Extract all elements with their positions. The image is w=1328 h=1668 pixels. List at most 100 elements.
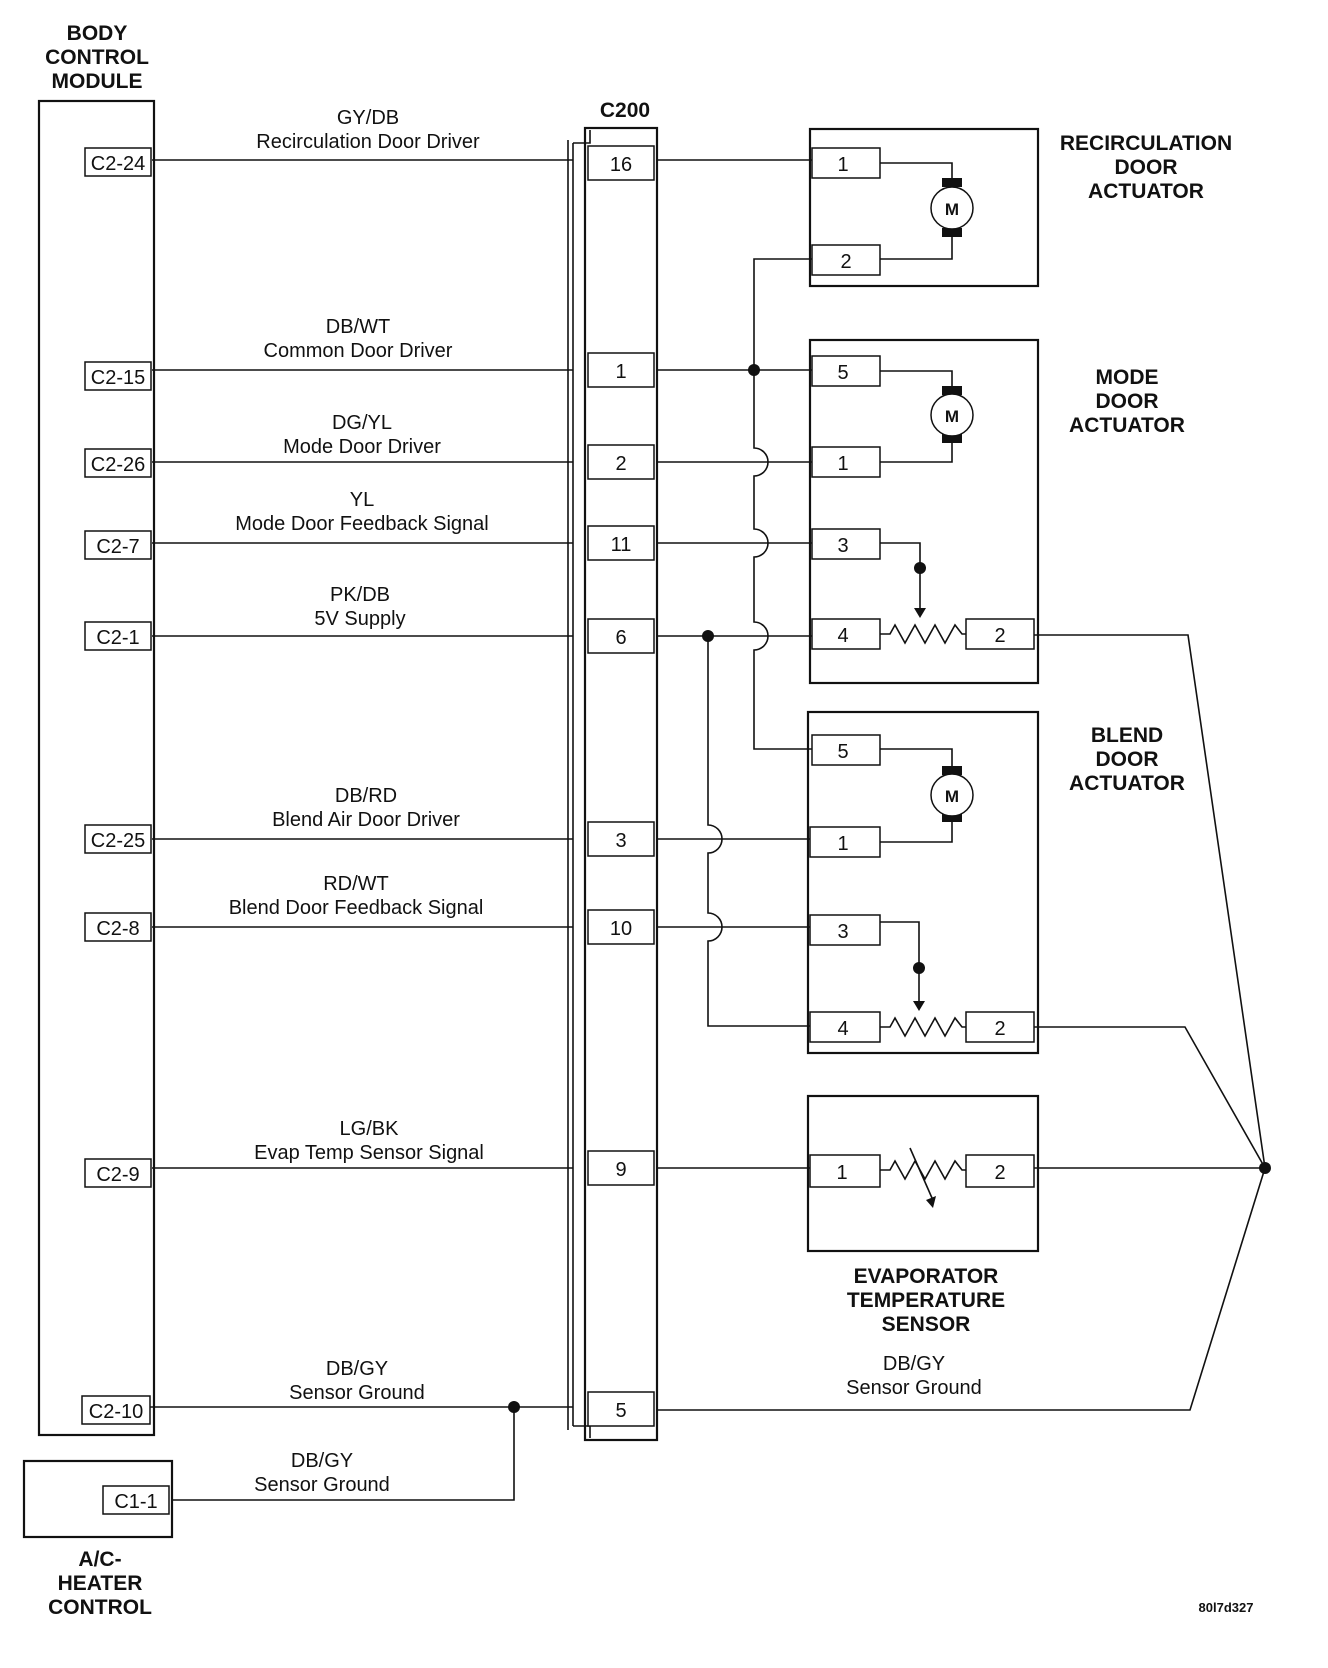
blend-pin-box-2 <box>965 1011 1035 1043</box>
evap-sensor-housing <box>806 1094 1040 1253</box>
blend-wiper-node <box>913 962 925 974</box>
blend-pin-box-5 <box>811 734 881 766</box>
mode-potentiometer <box>880 623 966 645</box>
mode-pin-5: 5 <box>837 362 848 384</box>
blend-wiper-arrow <box>913 1001 925 1011</box>
bcm-pin-c2-7: C2-7 <box>96 536 139 558</box>
mode-door-actuator: 5 1 3 4 2 M MODE DOOR ACTUATOR <box>808 338 1185 685</box>
blend-title-line-2: DOOR <box>1096 748 1159 771</box>
bcm-pin-c2-15: C2-15 <box>91 367 145 389</box>
c200-cavity-box-2 <box>587 444 655 480</box>
mode-title-line-2: DOOR <box>1096 390 1159 413</box>
blend-door-actuator: 5 1 3 4 2 M BLEND DOOR ACTUATOR <box>806 710 1185 1055</box>
bcm-pin-c2-24: C2-24 <box>91 153 145 175</box>
c200-cavity-9: 9 <box>615 1159 626 1181</box>
harness-wires <box>657 159 1271 1411</box>
mode-motor-brush-bottom <box>942 434 962 443</box>
c200-cavity-1: 1 <box>615 361 626 383</box>
bcm-pin-box-c2-7 <box>84 530 152 560</box>
wire-color-pk-db: PK/DB <box>330 584 390 606</box>
c200-bracket-bottom <box>573 1425 591 1438</box>
mode-wiper-node <box>914 562 926 574</box>
wire-desc-recirc-door-driver: Recirculation Door Driver <box>256 131 480 153</box>
wire-color-lg-bk: LG/BK <box>340 1118 400 1140</box>
evap-thermistor <box>880 1159 966 1181</box>
evap-title-line-3: SENSOR <box>882 1313 971 1336</box>
c200-cavity-box-3 <box>587 821 655 857</box>
evap-pin-box-2 <box>965 1154 1035 1188</box>
wire-color-dg-yl: DG/YL <box>332 412 392 434</box>
wire-common-to-recirc-2 <box>753 258 814 370</box>
bcm-pin-box-c2-26 <box>84 448 152 478</box>
mode-wiper-lead <box>880 542 921 612</box>
c200-cavity-box-11 <box>587 525 655 561</box>
c200-cavity-box-9 <box>587 1150 655 1186</box>
c200-cavity-10: 10 <box>610 918 632 940</box>
mode-pin-box-1 <box>811 446 881 478</box>
blend-motor-lead-top <box>880 748 953 766</box>
blend-pin-2: 2 <box>994 1018 1005 1040</box>
mode-motor-lead-bottom <box>880 443 953 463</box>
c200-cavity-box-16 <box>587 145 655 181</box>
c200-cavity-11: 11 <box>611 534 632 556</box>
body-control-module: BODY CONTROL MODULE <box>37 22 156 1437</box>
c200-cavity-box-5 <box>587 1391 655 1427</box>
blend-pin-3: 3 <box>837 921 848 943</box>
wire-desc-sensor-ground-hvac: Sensor Ground <box>254 1474 390 1496</box>
recirc-motor-lead-top <box>880 162 953 178</box>
evap-title-line-1: EVAPORATOR <box>854 1265 999 1288</box>
recirc-pin-1: 1 <box>837 154 848 176</box>
wire-ground-to-mode-2 <box>1033 634 1266 1169</box>
blend-pin-5: 5 <box>837 741 848 763</box>
blend-pin-box-1 <box>809 826 881 858</box>
blend-pin-4: 4 <box>837 1018 848 1040</box>
blend-motor-brush-bottom <box>942 813 962 822</box>
bcm-pin-c2-25: C2-25 <box>91 830 145 852</box>
hvac-title-line-2: HEATER <box>58 1572 143 1595</box>
bcm-pin-box-c2-9 <box>84 1158 152 1188</box>
bcm-pin-c2-8: C2-8 <box>96 918 139 940</box>
recirc-pin-box-1 <box>811 147 881 179</box>
c200-cavity-16: 16 <box>610 154 632 176</box>
blend-wiper-lead <box>880 921 920 1005</box>
mode-pin-3: 3 <box>837 535 848 557</box>
bcm-pin-box-c2-10 <box>81 1395 151 1425</box>
bcm-pins: C2-24 C2-15 C2-26 C2-7 C2-1 C2-25 C2-8 C… <box>81 147 152 1425</box>
blend-motor-lead-bottom <box>880 822 953 843</box>
wire-color-rd-wt: RD/WT <box>323 873 389 895</box>
blend-motor-icon <box>930 773 974 817</box>
bcm-title-line-1: BODY <box>67 22 128 45</box>
bcm-pin-box-c2-8 <box>84 912 152 942</box>
mode-pin-1: 1 <box>837 453 848 475</box>
wire-color-db-wt: DB/WT <box>326 316 390 338</box>
wire-desc-mode-door-feedback: Mode Door Feedback Signal <box>235 513 488 535</box>
blend-title-line-1: BLEND <box>1091 724 1163 747</box>
hvac-pin-box-c1-1 <box>102 1485 170 1515</box>
wire-color-db-gy-hvac: DB/GY <box>291 1450 353 1472</box>
wire-color-db-gy-right: DB/GY <box>883 1353 945 1375</box>
wire-5v-to-blend-4 <box>707 636 814 1027</box>
wire-desc-mode-door-driver: Mode Door Driver <box>283 436 441 458</box>
c200-cavities: 16 1 2 11 6 3 10 9 5 <box>587 145 655 1427</box>
wire-common-to-blend-5 <box>753 370 814 750</box>
hvac-pin-c1-1: C1-1 <box>114 1491 157 1513</box>
bcm-pin-box-c2-25 <box>84 824 152 854</box>
wire-desc-sensor-ground-right: Sensor Ground <box>846 1377 982 1399</box>
hvac-control: C1-1 DB/GY Sensor Ground A/C- HEATER CON… <box>22 1450 390 1619</box>
recirc-door-actuator: 1 2 M RECIRCULATION DOOR ACTUATOR <box>808 127 1232 288</box>
recirc-title-line-2: DOOR <box>1115 156 1178 179</box>
evap-thermistor-slash <box>909 1147 933 1199</box>
c200-cavity-6: 6 <box>615 627 626 649</box>
bcm-pin-box-c2-24 <box>84 147 152 177</box>
recirc-motor-label: M <box>945 200 959 219</box>
recirc-motor-brush-top <box>942 178 962 187</box>
figure-code: 80l7d327 <box>1199 1600 1254 1615</box>
recirc-title-line-3: ACTUATOR <box>1088 180 1204 203</box>
recirc-motor-icon <box>930 186 974 230</box>
wire-desc-blend-door-feedback: Blend Door Feedback Signal <box>229 897 484 919</box>
bcm-wires <box>150 159 573 1501</box>
mode-pin-4: 4 <box>837 625 848 647</box>
c200-cavity-box-1 <box>587 352 655 388</box>
blend-pin-box-4 <box>809 1011 881 1043</box>
